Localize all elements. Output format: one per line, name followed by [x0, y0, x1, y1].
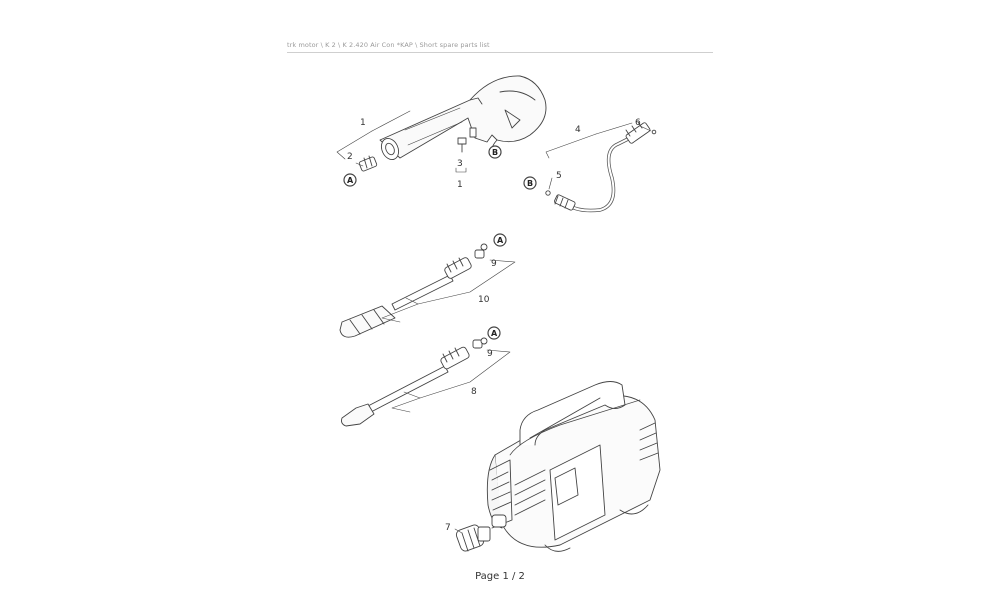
spray-lance-part-10 — [339, 243, 488, 338]
callout-9-upper: 9 — [491, 259, 497, 269]
callout-8: 8 — [471, 387, 477, 397]
svg-text:A: A — [497, 236, 504, 245]
badge-a-gun: A — [343, 173, 357, 187]
svg-text:A: A — [491, 329, 498, 338]
callout-7: 7 — [445, 523, 451, 533]
spray-lance-part-8 — [341, 337, 488, 427]
document-header: trk motor \ K 2 \ K 2.420 Air Con *KAP \… — [287, 41, 490, 49]
trigger-gun — [379, 75, 547, 161]
badge-b-hose: B — [523, 176, 537, 190]
callout-3: 3 — [457, 159, 463, 169]
callout-1: 1 — [360, 118, 366, 128]
callout-2: 2 — [347, 152, 353, 162]
svg-text:B: B — [492, 148, 498, 157]
svg-text:A: A — [347, 176, 354, 185]
badge-a-lance-8: A — [487, 326, 501, 340]
coupling-part-7 — [455, 524, 491, 552]
callout-6: 6 — [635, 118, 641, 128]
callout-4: 4 — [575, 125, 581, 135]
callout-9-lower: 9 — [487, 349, 493, 359]
pressure-washer-unit — [486, 381, 661, 552]
callout-5: 5 — [556, 171, 562, 181]
callout-10: 10 — [478, 295, 490, 305]
page-number: Page 1 / 2 — [475, 571, 525, 582]
badge-b-gun: B — [488, 145, 502, 159]
svg-text:B: B — [527, 179, 533, 188]
screw-part-3 — [457, 127, 477, 153]
badge-a-lance-10: A — [493, 233, 507, 247]
callout-1-screw: 1 — [457, 180, 463, 190]
fitting-part-2 — [358, 155, 378, 172]
header-divider — [287, 52, 713, 53]
high-pressure-hose — [545, 121, 657, 213]
